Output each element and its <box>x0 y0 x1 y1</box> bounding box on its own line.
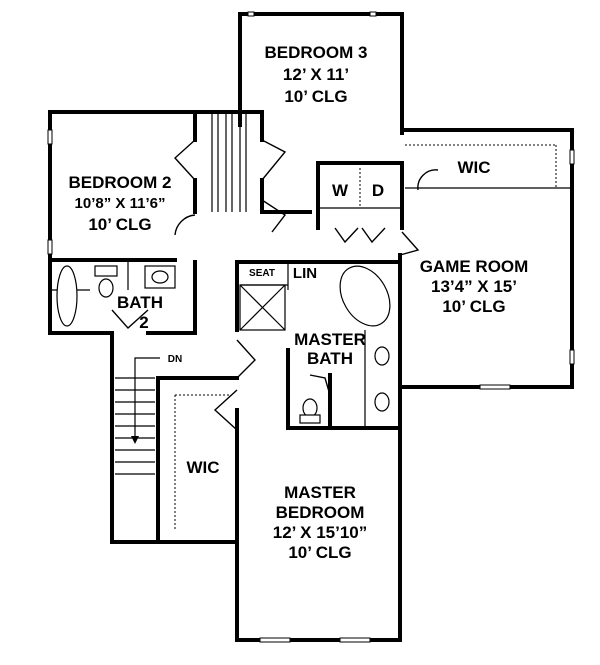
master-bath-line1: MASTER <box>294 330 366 349</box>
linen-label: LIN <box>293 265 317 282</box>
bathtub-bath2 <box>56 265 78 327</box>
master-bedroom-size: 12’ X 15’10” <box>273 523 368 542</box>
master-bedroom-ceiling: 10’ CLG <box>288 543 351 562</box>
game-room-name: GAME ROOM <box>420 257 529 276</box>
detail-lines <box>47 11 575 643</box>
seat-label: SEAT <box>249 268 275 279</box>
dryer-label: D <box>372 181 384 200</box>
bedroom3-size: 12’ X 11’ <box>283 65 349 84</box>
bedroom2-name: BEDROOM 2 <box>69 173 172 192</box>
fixtures <box>56 265 391 424</box>
toilet-bath2 <box>98 278 114 298</box>
stairs-arrowhead <box>131 436 139 444</box>
bedroom3-name: BEDROOM 3 <box>265 43 368 62</box>
washer-label: W <box>332 181 349 200</box>
master-bath-line2: BATH <box>307 349 353 368</box>
bath2-line2: 2 <box>139 313 148 332</box>
exterior-walls <box>48 12 574 642</box>
master-bedroom-name-line2: BEDROOM <box>276 503 365 522</box>
bedroom3-ceiling: 10’ CLG <box>284 87 347 106</box>
door-swings <box>111 139 439 431</box>
bedroom2-ceiling: 10’ CLG <box>88 215 151 234</box>
staircase <box>115 357 160 475</box>
toilet-master <box>302 398 318 418</box>
sink-master-2 <box>374 392 390 412</box>
game-room-size: 13’4” X 15’ <box>431 277 517 296</box>
sink-bath2 <box>144 265 176 289</box>
shower <box>239 284 286 331</box>
master-bedroom-name-line1: MASTER <box>284 483 356 502</box>
wic-master-label: WIC <box>186 458 219 477</box>
bath2-line1: BATH <box>117 293 163 312</box>
stairs-arrow <box>134 357 160 440</box>
game-room-ceiling: 10’ CLG <box>442 297 505 316</box>
wic-game-room-label: WIC <box>457 158 490 177</box>
stairs-down-label: DN <box>168 354 182 365</box>
room-labels: BEDROOM 3 12’ X 11’ 10’ CLG BEDROOM 2 10… <box>69 43 529 562</box>
bathtub-master <box>339 265 391 327</box>
sink-master-1 <box>374 346 390 366</box>
bedroom2-size: 10’8” X 11’6” <box>75 195 166 212</box>
